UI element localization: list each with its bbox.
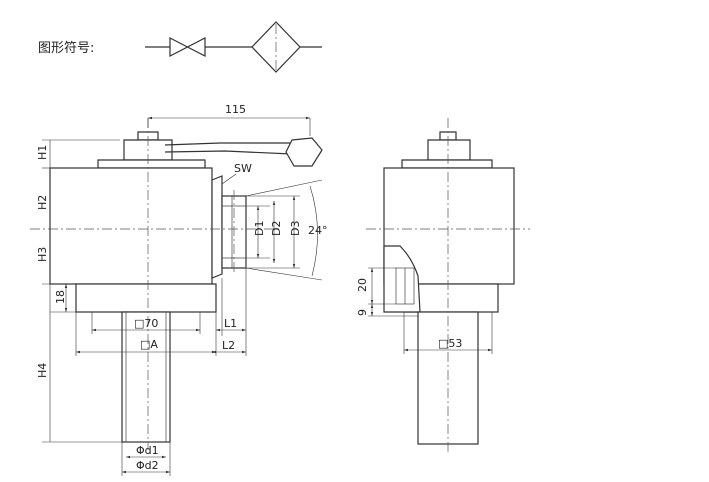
dim-angle: 24° <box>308 224 328 237</box>
dim-d1: D1 <box>253 221 266 236</box>
symbol-label: 图形符号: <box>38 40 94 56</box>
dim-h3: H3 <box>36 247 49 262</box>
dim-h2: H2 <box>36 195 49 210</box>
side-dimensions: 20 9 □53 <box>356 267 493 354</box>
front-dimensions: 115 H1 H2 H3 H4 18 SW D1 D2 D3 24° <box>36 103 328 476</box>
dim-sqa: □A <box>140 338 158 351</box>
dim-phi-d2: Φd2 <box>136 459 159 472</box>
dim-h4: H4 <box>36 363 49 378</box>
dim-9: 9 <box>356 309 369 316</box>
side-view <box>366 118 530 452</box>
dim-h1: H1 <box>36 145 49 160</box>
dim-18: 18 <box>54 290 67 304</box>
dim-d2: D2 <box>270 221 283 236</box>
dim-20: 20 <box>356 278 369 292</box>
dim-d3: D3 <box>289 221 302 236</box>
dim-sq53: □53 <box>438 337 462 350</box>
dim-115: 115 <box>225 103 246 116</box>
valve-filter-symbol <box>145 21 322 73</box>
dim-l1: L1 <box>224 317 237 330</box>
front-view <box>30 118 323 450</box>
dim-phi-d1: Φd1 <box>136 444 159 457</box>
dim-sw: SW <box>234 162 252 175</box>
dim-l2: L2 <box>222 339 235 352</box>
dim-sq70: □70 <box>134 317 158 330</box>
